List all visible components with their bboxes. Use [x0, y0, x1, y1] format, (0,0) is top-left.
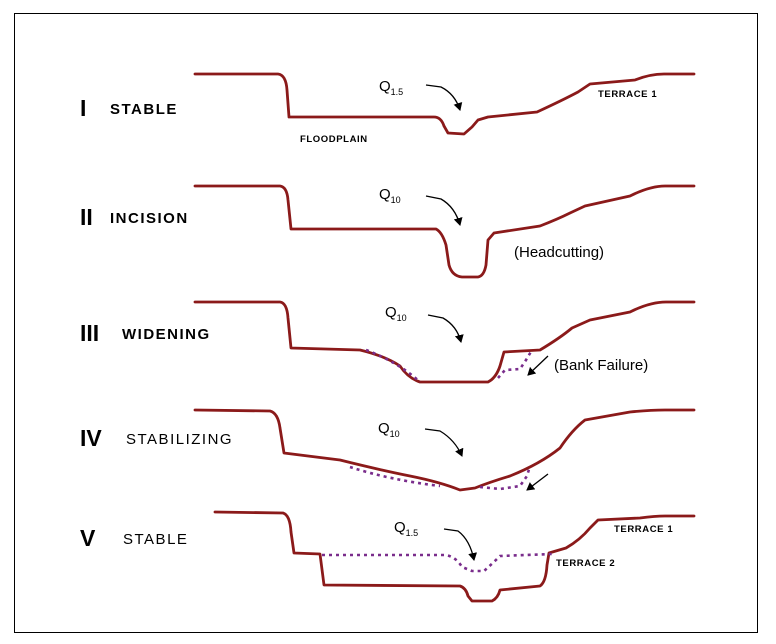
bank-failure-surface-right: [497, 349, 534, 379]
stage-numeral: II: [80, 204, 93, 230]
terrace-1-label: TERRACE 1: [598, 89, 657, 100]
stage-name: STABILIZING: [126, 431, 233, 448]
flow-label: Q1.5: [379, 78, 403, 97]
stage-numeral: I: [80, 95, 86, 121]
flow-label: Q1.5: [394, 519, 418, 538]
stage-numeral: IV: [80, 425, 102, 451]
bank-failure-note: (Bank Failure): [554, 357, 648, 374]
failure-surface: [349, 465, 532, 491]
stage-name: WIDENING: [122, 326, 211, 343]
stage-numeral: III: [80, 320, 99, 346]
stage-5: V STABLE TERRACE 1 TERRACE 2 Q1.5: [80, 510, 696, 603]
headcutting-note: (Headcutting): [514, 244, 604, 261]
flow-label: Q10: [378, 420, 400, 439]
channel-profile: [193, 72, 696, 136]
channel-profile: [193, 408, 696, 492]
flow-arrow: [443, 528, 478, 561]
channel-profile: [213, 510, 696, 603]
stage-name: STABLE: [123, 531, 188, 548]
flow-arrow: [425, 84, 463, 111]
flow-arrow: [424, 428, 464, 457]
channel-profile: [193, 300, 696, 384]
stage-1: I STABLE FLOODPLAIN TERRACE 1 Q1.5: [80, 72, 696, 145]
stage-numeral: V: [80, 525, 96, 551]
channel-profile: [193, 184, 696, 279]
terrace-2-level: [322, 552, 553, 573]
flow-arrow: [425, 195, 463, 226]
bank-failure-surface-left: [365, 348, 421, 383]
flow-label: Q10: [385, 304, 407, 323]
diagram-frame: [14, 13, 758, 633]
stage-2: II INCISION (Headcutting) Q10: [80, 184, 696, 279]
flow-label: Q10: [379, 186, 401, 205]
bank-failure-arrow: [527, 355, 549, 376]
stage-3: III WIDENING (Bank Failure) Q10: [80, 300, 696, 384]
stage-4: IV STABILIZING Q10: [80, 408, 696, 492]
flow-arrow: [427, 314, 464, 343]
terrace-1-label: TERRACE 1: [614, 524, 673, 535]
stage-name: INCISION: [110, 210, 189, 227]
stage-name: STABLE: [110, 101, 178, 118]
floodplain-label: FLOODPLAIN: [300, 134, 368, 145]
terrace-2-label: TERRACE 2: [556, 558, 615, 569]
failure-arrow: [526, 473, 549, 491]
